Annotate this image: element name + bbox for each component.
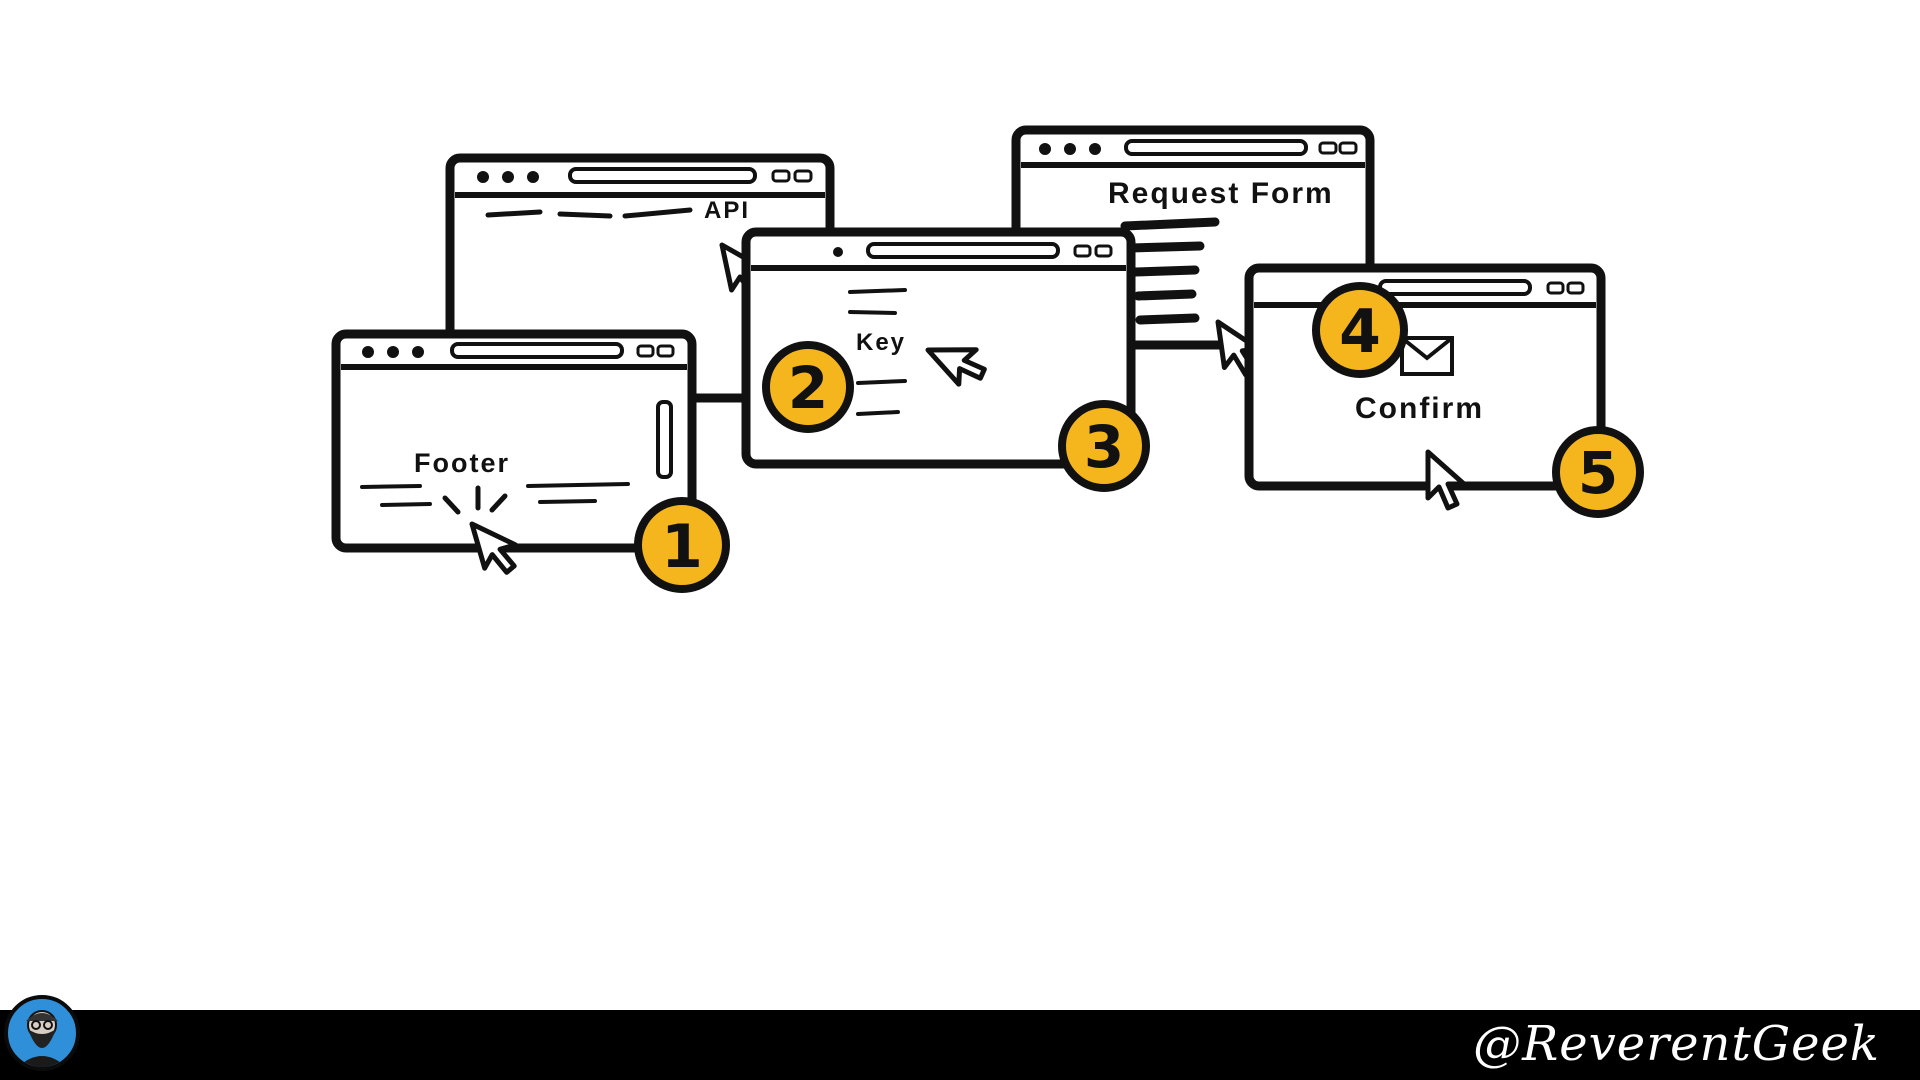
step-3-label: Key [856,329,906,356]
step-badge-2: 2 [762,341,854,433]
envelope-icon [1400,336,1454,376]
browser-window-footer: Footer [331,329,697,578]
step-1-label: Footer [414,448,510,478]
step-badge-4: 4 [1312,282,1408,378]
twitter-handle: @ReverentGeek [1473,1016,1880,1072]
svg-text:1: 1 [661,512,703,582]
step-2-label: API [704,197,750,224]
step-5-label: Confirm [1355,392,1484,425]
step-4-label: Request Form [1108,177,1334,210]
step-badge-3: 3 [1058,400,1150,492]
step-badge-1: 1 [634,497,730,593]
workflow-diagram-svg: API Request Form Key [331,125,1644,593]
browser-window-confirm: Confirm [1244,263,1606,508]
step-badge-5: 5 [1552,426,1644,518]
svg-text:4: 4 [1339,297,1381,367]
svg-text:5: 5 [1578,439,1618,507]
svg-text:3: 3 [1084,413,1124,481]
bearded-avatar-icon [4,995,80,1071]
workflow-diagram: API Request Form Key [331,125,1644,593]
footer-bar [0,1010,1920,1080]
svg-text:2: 2 [788,354,828,422]
scrollbar-icon [656,400,673,479]
